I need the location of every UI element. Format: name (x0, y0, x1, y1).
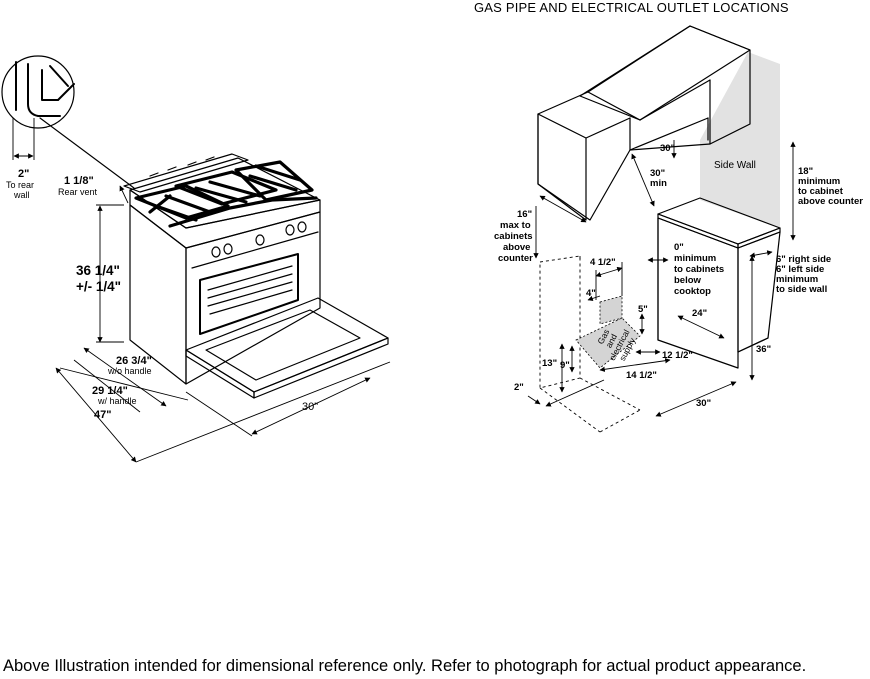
counter-depth-value: 24" (692, 308, 707, 319)
zone-edge-value: 2" (514, 382, 524, 393)
depth-no-handle-label: w/o handle (107, 366, 152, 376)
range-height-value: 36 1/4" (76, 263, 120, 278)
side-clearance-right: 6" right side (776, 254, 831, 265)
disclaimer-footer: Above Illustration intended for dimensio… (3, 657, 807, 675)
max-cabinet-line-1: max to (500, 220, 531, 231)
hood-height-value: 30" (660, 143, 675, 154)
below-cooktop-value: 0" (674, 242, 684, 253)
below-cooktop-line-3: below (674, 275, 702, 286)
range-width-value: 30" (302, 401, 318, 413)
rear-vent-value: 1 1/8" (64, 175, 94, 187)
above-counter-value: 18" (798, 166, 813, 177)
cabinet-clearance-label: min (650, 178, 667, 189)
counter-height-value: 36" (756, 344, 771, 355)
max-cabinet-line-4: counter (498, 253, 533, 264)
supply-zone: Gas and electrical supply (575, 295, 641, 369)
rear-wall-label-2: wall (13, 190, 30, 200)
depth-no-handle-value: 26 3/4" (116, 355, 152, 367)
supply-floor-value: 5" (638, 304, 648, 315)
rear-wall-label-1: To rear (6, 180, 34, 190)
opening-width-value: 30" (696, 398, 711, 409)
side-clearance-line-4: to side wall (776, 284, 827, 295)
depth-handle-value: 29 1/4" (92, 385, 128, 397)
below-cooktop-line-4: cooktop (674, 286, 711, 297)
depth-open-value: 47" (94, 409, 111, 421)
rear-vent-detail (1, 55, 135, 189)
zone-inner-value: 9" (560, 360, 570, 371)
below-cooktop-line-2: to cabinets (674, 264, 724, 275)
supply-width-value: 4 1/2" (590, 257, 616, 268)
installation-opening (539, 255, 641, 433)
page-title: GAS PIPE AND ELECTRICAL OUTLET LOCATIONS (474, 0, 789, 15)
max-cabinet-value: 16" (517, 209, 532, 220)
zone-position-b: 14 1/2" (626, 370, 657, 381)
side-clearance-left: 6" left side (776, 264, 824, 275)
rear-wall-value: 2" (18, 168, 29, 180)
side-wall-label: Side Wall (714, 160, 756, 171)
max-cabinet-line-2: cabinets (494, 231, 533, 242)
side-clearance-line-3: minimum (776, 274, 818, 285)
zone-position-a: 12 1/2" (662, 350, 693, 361)
zone-height-value: 13" (542, 358, 557, 369)
supply-offset-value: 4" (586, 288, 596, 299)
cooktop-grates (134, 160, 318, 228)
above-counter-line-2: to cabinet (798, 186, 844, 197)
above-counter-line-3: above counter (798, 196, 863, 207)
side-wall (700, 52, 780, 228)
max-cabinet-line-3: above (503, 242, 530, 253)
depth-handle-label: w/ handle (97, 396, 137, 406)
installation-diagram: 2" To rear wall 1 1/8" Rear vent 36 1/4"… (1, 25, 863, 463)
range-body (123, 153, 389, 399)
above-counter-line-1: minimum (798, 176, 840, 187)
rear-vent-label: Rear vent (58, 187, 98, 197)
cabinet-clearance-value: 30" (650, 168, 665, 179)
range-height-tolerance: +/- 1/4" (76, 279, 121, 294)
below-cooktop-line-1: minimum (674, 253, 716, 264)
range-illustration: 2" To rear wall 1 1/8" Rear vent 36 1/4"… (1, 55, 391, 463)
installation-illustration: Gas and electrical supply (494, 25, 863, 433)
base-cabinet (657, 197, 781, 369)
